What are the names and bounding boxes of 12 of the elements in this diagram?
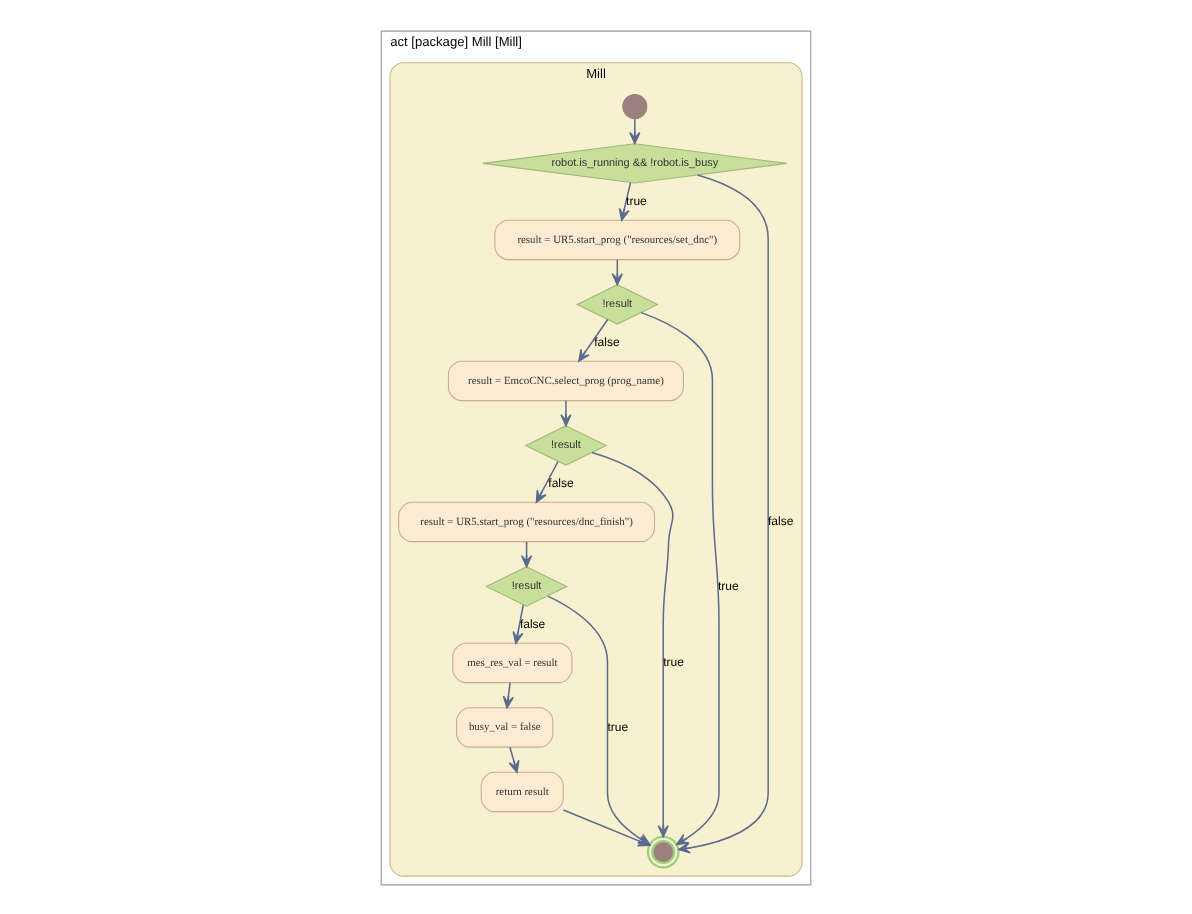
arrow	[512, 603, 525, 643]
arrow	[591, 450, 674, 837]
arrow	[578, 317, 609, 361]
arrow	[677, 173, 769, 853]
arrow	[508, 745, 520, 772]
arrow	[535, 459, 559, 502]
arrow	[502, 681, 514, 708]
arrow	[560, 398, 572, 426]
arrow	[629, 116, 641, 144]
node-circle	[622, 92, 648, 119]
arrow	[640, 310, 720, 845]
arrow	[618, 181, 632, 220]
